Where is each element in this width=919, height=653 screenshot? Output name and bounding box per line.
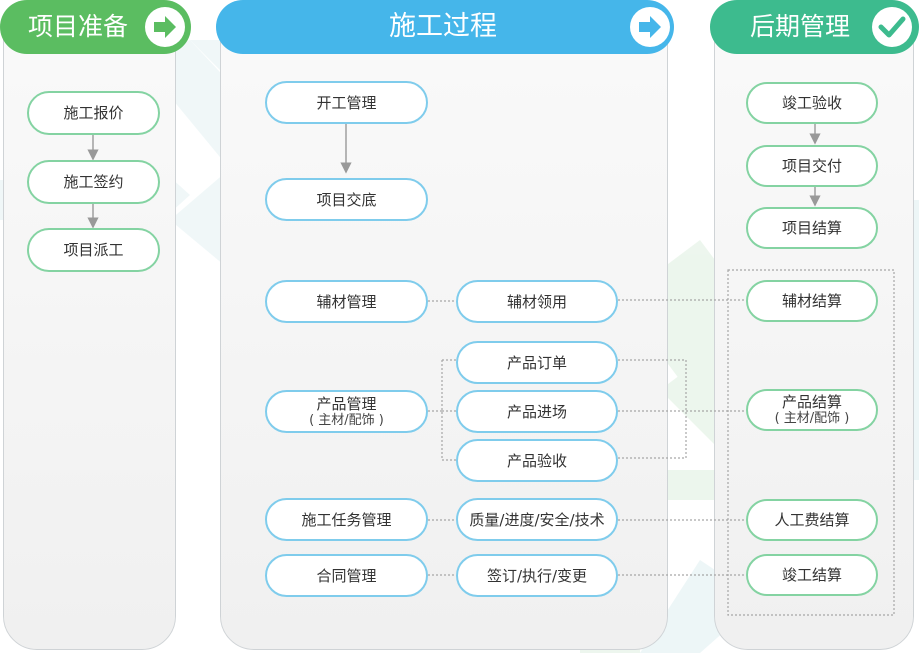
node-label: 项目交付 [781, 157, 842, 175]
node-construction-quote[interactable]: 施工报价 [27, 91, 160, 135]
node-start-management[interactable]: 开工管理 [265, 81, 428, 124]
node-label: 项目结算 [781, 219, 842, 237]
node-label: 项目交底 [316, 190, 377, 209]
check-icon[interactable] [872, 7, 912, 47]
node-label: 产品结算 [781, 393, 842, 412]
node-sublabel: ( 主材/配饰 ) [774, 411, 850, 427]
node-contract-management[interactable]: 合同管理 [265, 554, 428, 597]
node-label: 竣工结算 [781, 566, 842, 584]
node-product-settlement[interactable]: 产品结算 ( 主材/配饰 ) [746, 389, 878, 431]
node-label: 产品订单 [506, 353, 567, 372]
header-construction-title: 施工过程 [389, 11, 497, 42]
node-auxiliary-material-settlement[interactable]: 辅材结算 [746, 280, 878, 322]
node-sign-execute-change[interactable]: 签订/执行/变更 [456, 554, 618, 597]
node-label: 开工管理 [316, 93, 377, 112]
header-post: 后期管理 [710, 0, 919, 54]
node-label: 施工签约 [63, 173, 124, 191]
node-label: 人工费结算 [774, 511, 850, 529]
node-label: 辅材领用 [506, 292, 567, 311]
node-label: 签订/执行/变更 [486, 566, 588, 585]
node-label: 辅材管理 [316, 292, 377, 311]
header-post-title: 后期管理 [750, 12, 851, 41]
node-product-management[interactable]: 产品管理 ( 主材/配饰 ) [265, 390, 428, 433]
arrow-right-icon[interactable] [145, 7, 185, 47]
node-label: 项目派工 [63, 241, 124, 259]
node-completion-acceptance[interactable]: 竣工验收 [746, 82, 878, 124]
header-prep: 项目准备 [0, 0, 191, 54]
node-product-inspection[interactable]: 产品验收 [456, 439, 618, 482]
node-label: 质量/进度/安全/技术 [469, 510, 605, 529]
node-auxiliary-material-requisition[interactable]: 辅材领用 [456, 280, 618, 323]
node-label: 施工任务管理 [301, 510, 392, 529]
node-project-dispatch[interactable]: 项目派工 [27, 228, 160, 272]
node-labor-cost-settlement[interactable]: 人工费结算 [746, 499, 878, 541]
node-final-settlement[interactable]: 竣工结算 [746, 554, 878, 596]
node-label: 竣工验收 [781, 94, 842, 112]
node-project-settlement[interactable]: 项目结算 [746, 207, 878, 249]
node-label: 产品管理 [316, 394, 377, 413]
node-label: 施工报价 [63, 104, 124, 122]
node-auxiliary-material-management[interactable]: 辅材管理 [265, 280, 428, 323]
node-label: 辅材结算 [781, 292, 842, 310]
node-label: 合同管理 [316, 566, 377, 585]
node-project-delivery[interactable]: 项目交付 [746, 145, 878, 187]
node-sublabel: ( 主材/配饰 ) [309, 412, 384, 428]
node-task-management[interactable]: 施工任务管理 [265, 498, 428, 541]
header-construction: 施工过程 [216, 0, 674, 54]
node-label: 产品验收 [506, 451, 567, 470]
header-prep-title: 项目准备 [28, 12, 129, 41]
arrow-right-icon[interactable] [630, 7, 670, 47]
node-product-arrival[interactable]: 产品进场 [456, 390, 618, 433]
node-product-order[interactable]: 产品订单 [456, 341, 618, 384]
node-label: 产品进场 [506, 402, 567, 421]
node-construction-contract[interactable]: 施工签约 [27, 160, 160, 204]
node-quality-progress-safety-tech[interactable]: 质量/进度/安全/技术 [456, 498, 618, 541]
node-project-handover[interactable]: 项目交底 [265, 178, 428, 221]
